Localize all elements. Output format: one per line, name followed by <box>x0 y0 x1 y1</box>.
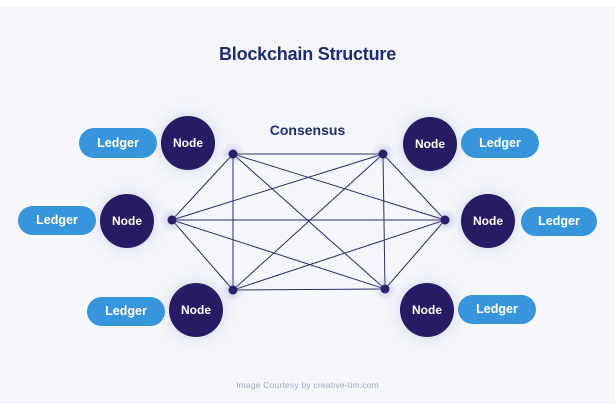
footer-credit: Image Courtesy by creative-tim.com <box>236 380 379 390</box>
vertex-dot-top-left <box>228 149 238 159</box>
vertex-dot-top-right <box>378 149 388 159</box>
graph-edge-top-right-right <box>382 153 446 221</box>
ledger-pill-bottom-left: Ledger <box>87 296 165 326</box>
graph-edge-left-bottom-right <box>171 219 386 290</box>
vertex-dot-left <box>167 215 177 225</box>
graph-edge-left-bottom-left <box>171 219 234 291</box>
node-circle-left: Node <box>100 194 154 248</box>
node-circle-bottom-right: Node <box>400 283 454 337</box>
graph-edge-top-right-left <box>171 153 384 221</box>
graph-edge-top-right-bottom-right <box>382 153 386 290</box>
ledger-pill-top-left: Ledger <box>79 128 157 158</box>
bottom-white-strip <box>0 404 615 410</box>
vertex-dot-right <box>440 215 450 225</box>
node-circle-top-left: Node <box>161 116 215 170</box>
ledger-pill-top-right: Ledger <box>461 128 539 158</box>
node-circle-top-right: Node <box>403 117 457 171</box>
graph-edge-top-right-bottom-left <box>232 153 384 291</box>
consensus-label: Consensus <box>269 122 346 138</box>
vertex-dot-bottom-left <box>228 285 238 295</box>
graph-edge-right-bottom-left <box>232 219 446 291</box>
ledger-pill-right: Ledger <box>521 206 597 236</box>
ledger-pill-bottom-right: Ledger <box>458 294 536 324</box>
graph-edge-top-left-left <box>171 153 234 221</box>
graph-edge-right-bottom-right <box>384 219 446 290</box>
vertex-dot-bottom-right <box>380 284 390 294</box>
ledger-pill-left: Ledger <box>18 205 96 235</box>
node-circle-right: Node <box>461 194 515 248</box>
top-white-strip <box>0 0 615 7</box>
page-title: Blockchain Structure <box>218 44 397 64</box>
graph-edge-top-left-right <box>232 153 446 221</box>
node-circle-bottom-left: Node <box>169 283 223 337</box>
graph-edge-bottom-left-bottom-right <box>232 288 386 291</box>
